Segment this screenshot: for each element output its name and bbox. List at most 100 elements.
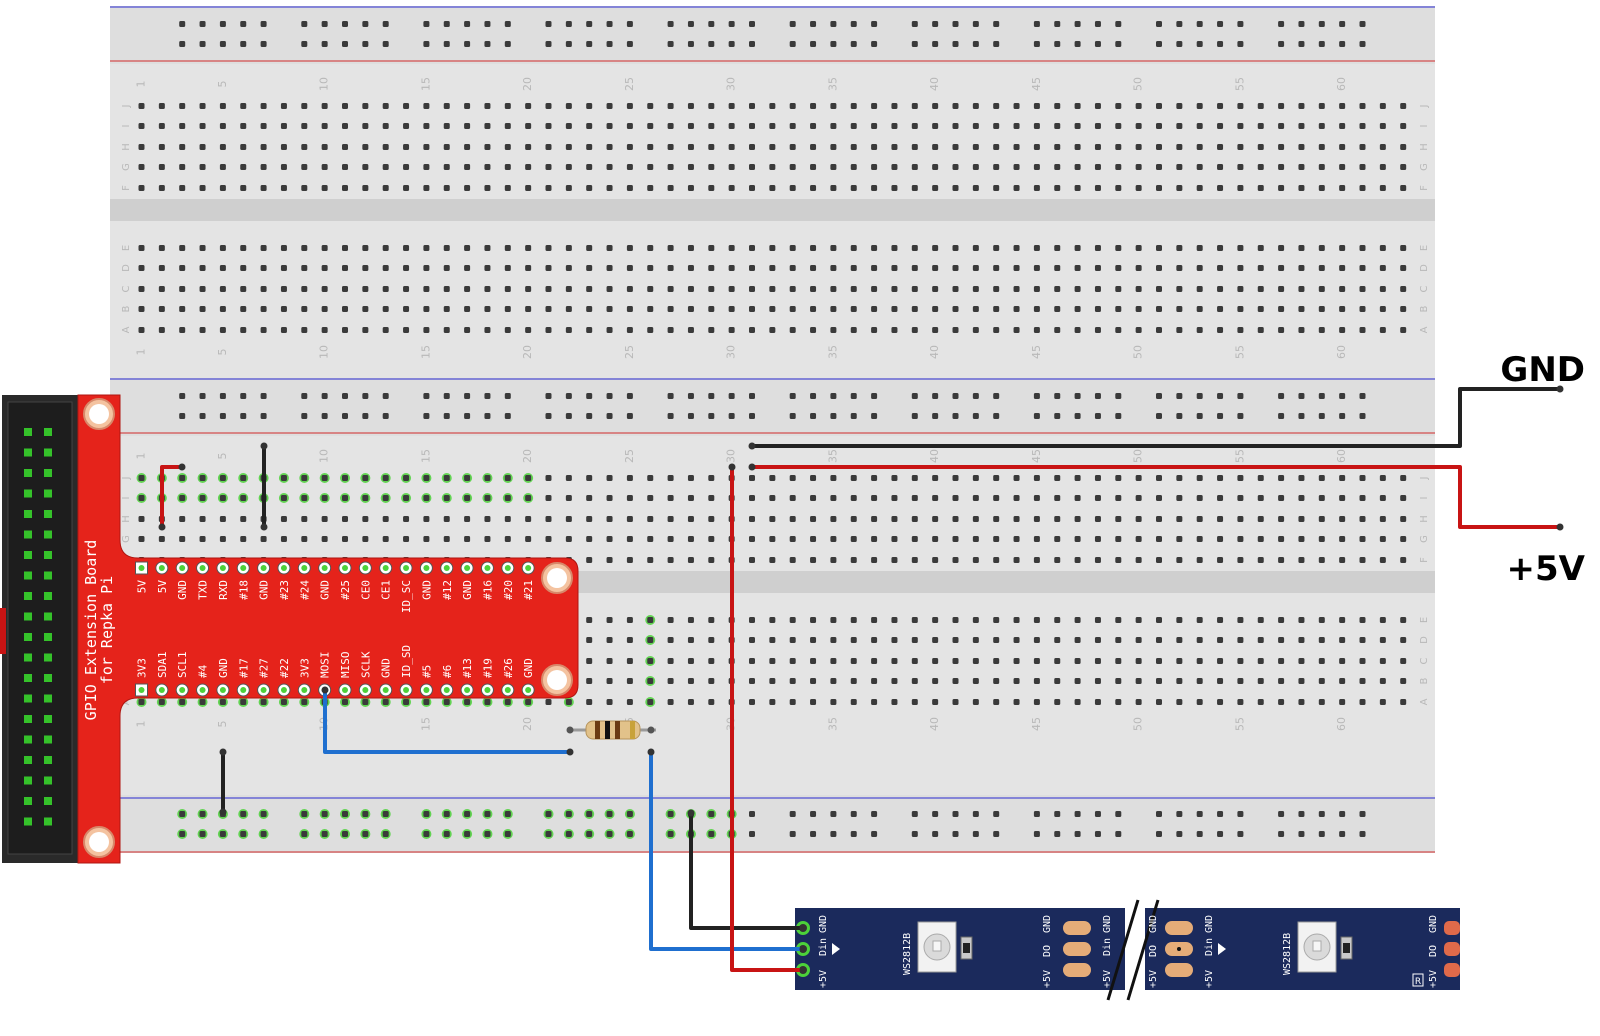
breadboard-top-hole <box>1359 265 1366 271</box>
gpio-top-pin-label: ID_SC <box>400 580 413 613</box>
wire-gnd-external-end <box>1556 385 1564 393</box>
breadboard-bottom-hole <box>1379 617 1386 623</box>
breadboard-top-rail-hole <box>443 41 450 47</box>
breadboard-bottom-hole <box>687 637 694 643</box>
breadboard-bottom-rail-hole <box>1054 393 1061 399</box>
breadboard-bottom-hole <box>1318 637 1325 643</box>
breadboard-top-row-letter: G <box>1419 163 1430 171</box>
breadboard-bottom-hole <box>769 495 776 501</box>
breadboard-bottom-hole <box>952 637 959 643</box>
breadboard-top-hole <box>1135 144 1142 150</box>
breadboard-bottom-hole <box>1278 475 1285 481</box>
breadboard-top-hole <box>769 144 776 150</box>
breadboard-top-hole <box>993 123 1000 129</box>
breadboard-bottom-rail-hole <box>932 831 939 837</box>
gpio-bottom-pin-label: 3V3 <box>136 658 149 678</box>
breadboard-top-hole <box>891 164 898 170</box>
breadboard-top-hole <box>464 286 471 292</box>
breadboard-top-hole <box>1013 286 1020 292</box>
breadboard-top-hole <box>179 245 186 251</box>
breadboard-bottom-hole <box>1359 637 1366 643</box>
breadboard-top-hole <box>1054 185 1061 191</box>
breadboard-top-hole <box>280 327 287 333</box>
breadboard-top-hole <box>932 265 939 271</box>
breadboard-top-hole <box>1298 245 1305 251</box>
breadboard-bottom-hole <box>1074 495 1081 501</box>
breadboard-top-hole <box>952 123 959 129</box>
breadboard-bottom-rail-hole <box>749 831 755 837</box>
breadboard-bottom-hole <box>871 536 878 542</box>
breadboard-bottom-hole <box>850 536 857 542</box>
breadboard-bottom-rail-hole <box>179 811 186 817</box>
breadboard-bottom-row-letter: I <box>1419 497 1430 500</box>
strip-input-label: +5V <box>818 970 829 988</box>
breadboard-top-row-letter: A <box>121 326 132 333</box>
breadboard-top-hole <box>972 286 979 292</box>
breadboard-top-column-number: 15 <box>419 77 432 91</box>
breadboard-bottom-rail-hole <box>504 413 511 419</box>
breadboard-top-hole <box>179 286 186 292</box>
breadboard-top-hole <box>423 123 430 129</box>
breadboard-top-hole <box>382 144 389 150</box>
breadboard-top-hole <box>1298 185 1305 191</box>
breadboard-top-rail-hole <box>219 41 226 47</box>
breadboard-top-hole <box>1400 123 1407 129</box>
breadboard-bottom-rail-hole <box>342 413 348 419</box>
breadboard-bottom-rail-hole <box>1318 831 1325 837</box>
breadboard-bottom-hole <box>1033 658 1040 664</box>
gpio-top-pin-dot <box>158 565 165 571</box>
breadboard-top-hole <box>891 185 898 191</box>
breadboard-top-rail-hole <box>179 41 186 47</box>
breadboard-bottom-rail-hole <box>219 831 226 837</box>
breadboard-top-hole <box>423 185 430 191</box>
strip-end-pad <box>1444 942 1460 956</box>
breadboard-bottom-hole <box>1054 699 1061 705</box>
breadboard-top-rail-hole <box>179 21 186 27</box>
breadboard-top-rail-hole <box>240 21 247 27</box>
breadboard-bottom-hole <box>769 617 776 623</box>
breadboard-top-hole <box>972 306 979 312</box>
breadboard-top-row-letter: E <box>121 245 132 251</box>
breadboard-top-rail-hole <box>464 21 471 27</box>
breadboard-top-rail-hole <box>708 41 715 47</box>
breadboard-top-hole <box>626 123 633 129</box>
breadboard-bottom-hole <box>1156 516 1162 522</box>
breadboard-bottom-hole <box>1339 536 1346 542</box>
breadboard-top-hole <box>342 164 348 170</box>
gpio-top-pin-label: 5V <box>156 580 169 594</box>
breadboard-top-hole <box>484 306 491 312</box>
breadboard-top-hole <box>504 164 511 170</box>
breadboard-bottom-hole <box>138 475 145 481</box>
gpio-header-pin <box>44 612 52 621</box>
breadboard-top-hole <box>1196 245 1203 251</box>
breadboard-bottom-hole <box>1318 495 1325 501</box>
breadboard-top-hole <box>1257 265 1264 271</box>
breadboard-bottom-hole <box>158 699 165 705</box>
breadboard-bottom-hole <box>1013 699 1020 705</box>
breadboard-bottom-hole <box>1115 658 1122 664</box>
breadboard-bottom-rail-hole <box>830 811 837 817</box>
breadboard-bottom-hole <box>871 557 878 563</box>
breadboard-bottom-rail-hole <box>789 413 796 419</box>
wire-gnd-lower-to-rail-end <box>219 748 227 756</box>
breadboard-bottom-hole <box>606 475 613 481</box>
breadboard-bottom-rail-hole <box>1359 811 1366 817</box>
breadboard-top-rail-hole <box>1278 41 1285 47</box>
breadboard-top-hole <box>382 327 389 333</box>
breadboard-top-hole <box>199 164 206 170</box>
wire-5v-pin-to-rail-end <box>158 523 166 531</box>
breadboard-bottom-hole <box>362 516 369 522</box>
breadboard-bottom-rail-hole <box>606 393 613 399</box>
breadboard-top-hole <box>1115 286 1122 292</box>
breadboard-top-hole <box>443 245 450 251</box>
breadboard-top-hole <box>179 123 186 129</box>
breadboard-top-rail-hole <box>545 41 552 47</box>
breadboard-bottom-hole <box>993 699 1000 705</box>
breadboard-top-hole <box>362 306 369 312</box>
breadboard-bottom-rail-hole <box>1196 811 1203 817</box>
breadboard-bottom-hole <box>504 516 511 522</box>
breadboard-top-hole <box>464 245 471 251</box>
breadboard-bottom-hole <box>1033 557 1040 563</box>
breadboard-bottom-hole <box>586 658 593 664</box>
breadboard-top-hole <box>728 286 735 292</box>
